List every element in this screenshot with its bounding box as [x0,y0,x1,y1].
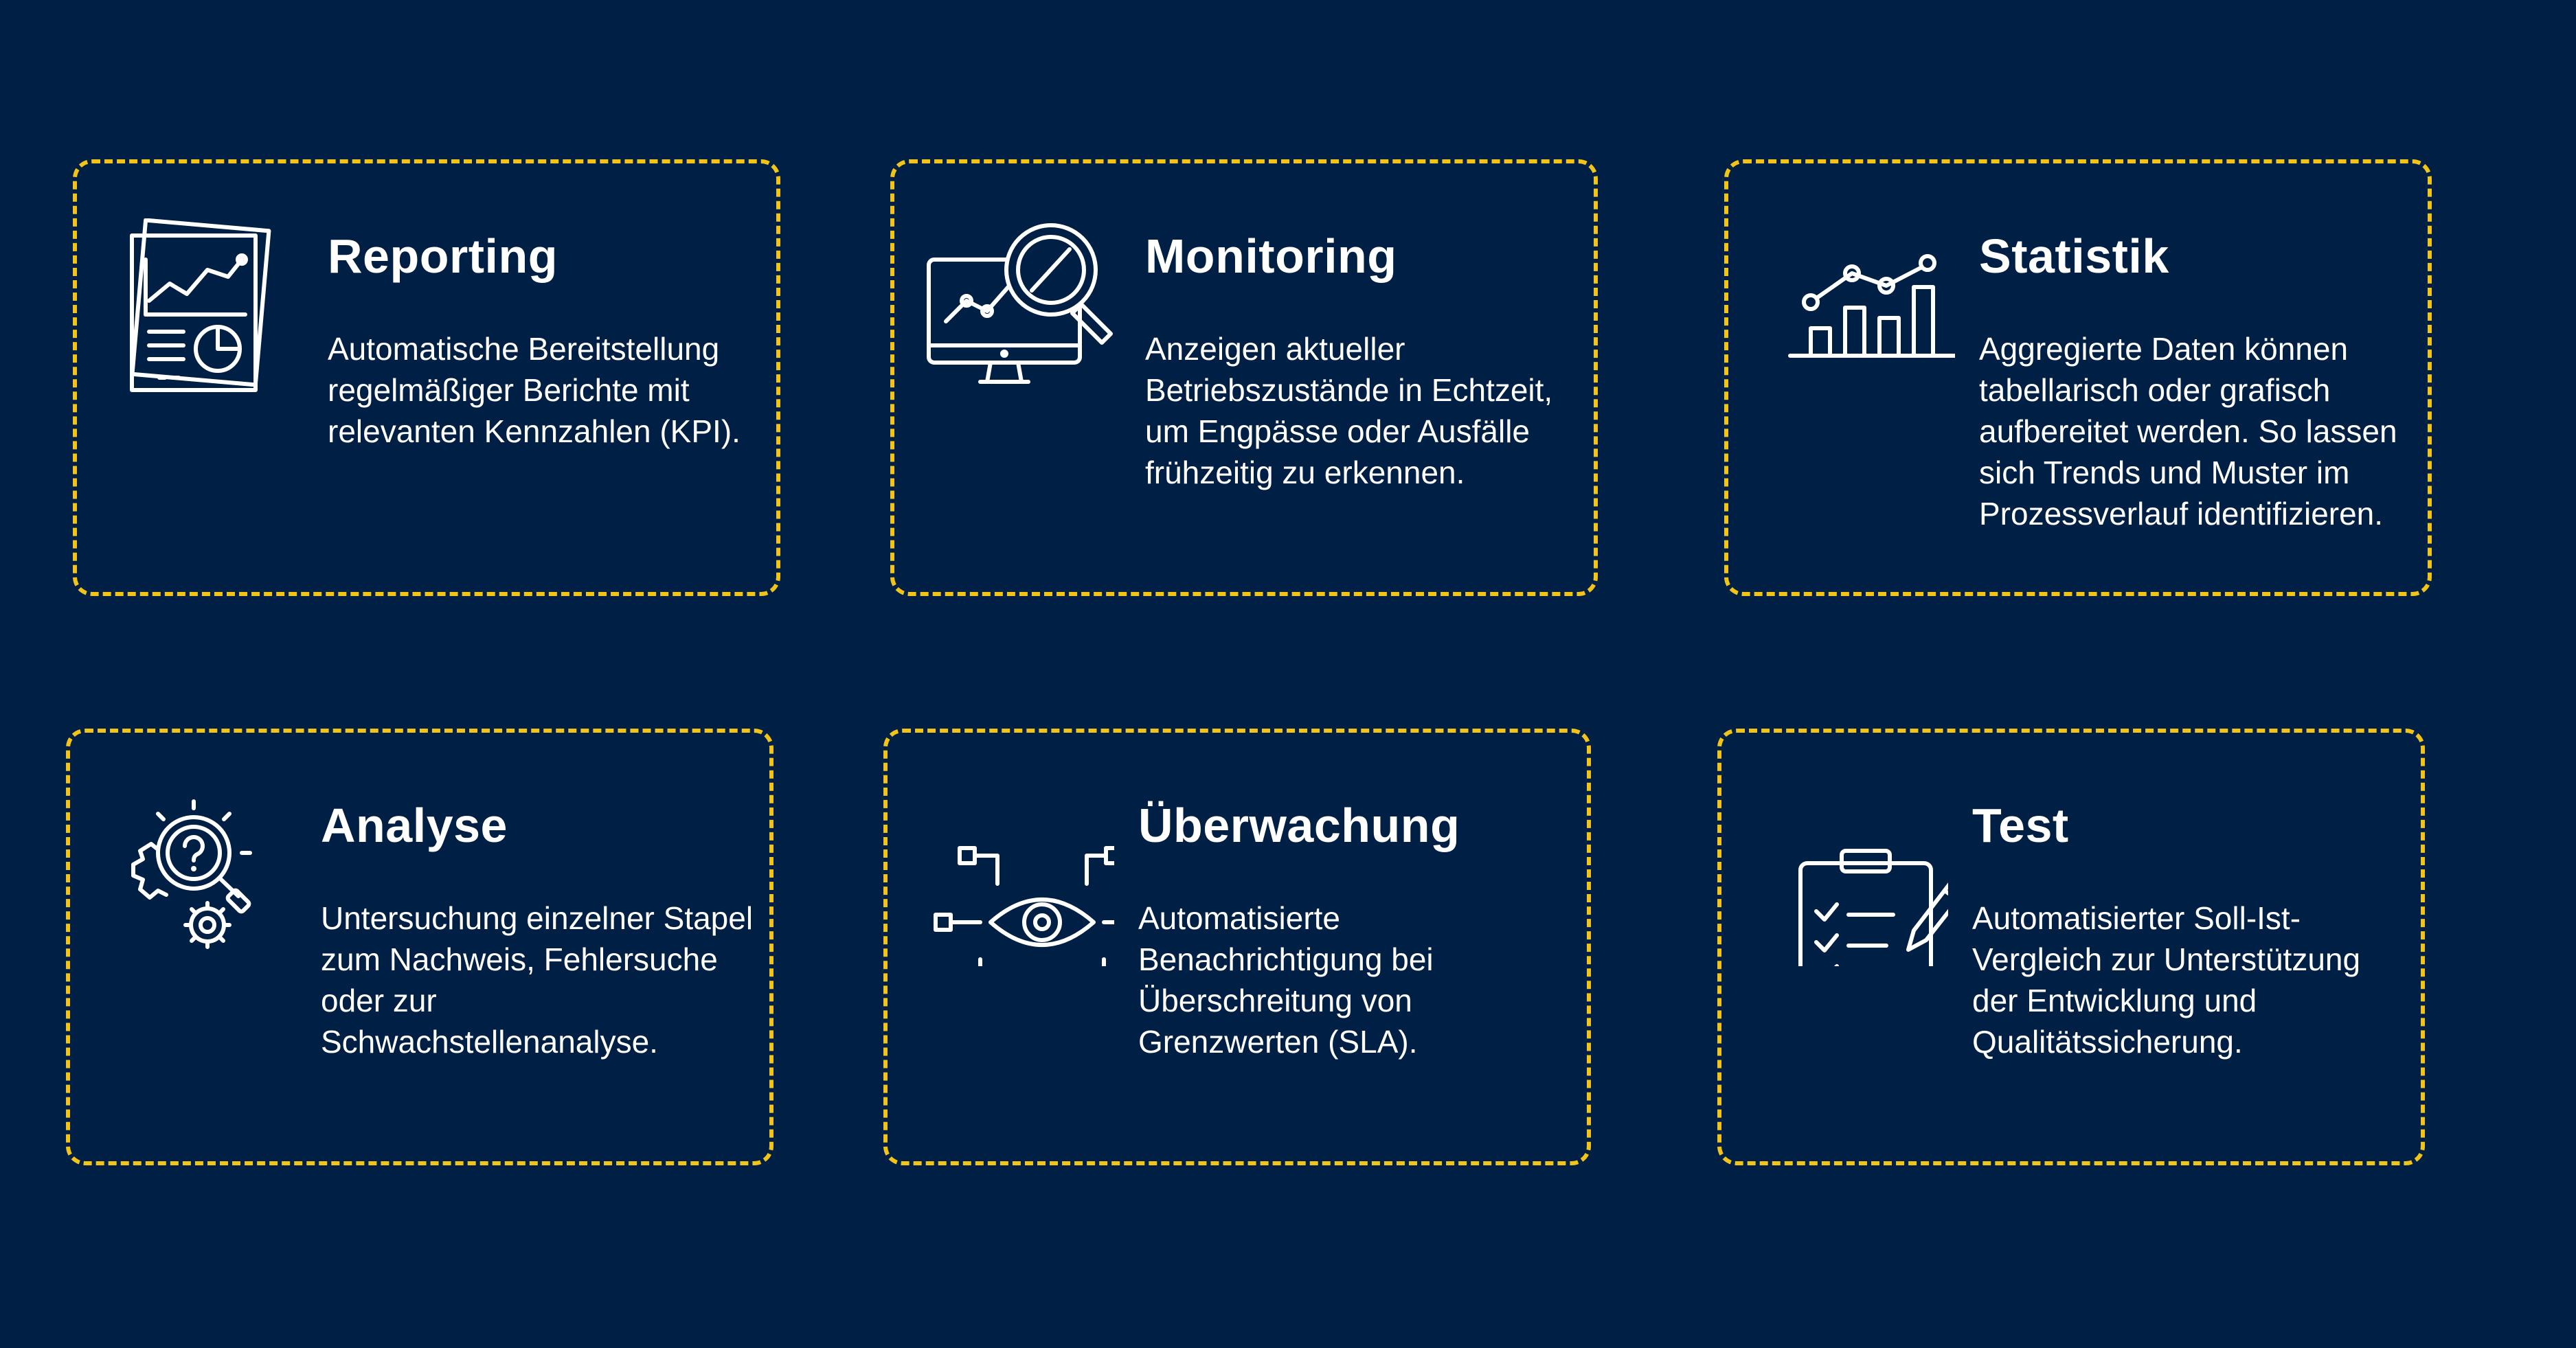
card-reporting: Reporting Automatische Bereitstellung re… [73,159,780,596]
card-title: Reporting [328,229,558,283]
card-title: Überwachung [1138,799,1460,852]
card-description: Anzeigen aktueller Betriebszustände in E… [1145,331,1553,490]
card-analyse: Analyse Untersuchung einzelner Stapel zu… [66,729,773,1165]
magnifier-gears-icon [98,788,297,966]
card-title: Monitoring [1145,229,1397,283]
card-description: Automatisierter Soll-Ist-Vergleich zur U… [1972,900,2361,1060]
card-description: Aggregierte Daten können tabellarisch od… [1979,331,2397,532]
eye-scan-icon [915,788,1114,966]
monitor-magnifier-icon [922,218,1121,397]
card-title: Statistik [1979,229,2169,283]
report-document-icon [104,218,304,397]
card-description: Automatische Bereitstellung regelmäßiger… [328,331,741,449]
card-title: Test [1972,799,2069,852]
card-title: Analyse [321,799,508,852]
card-test: Test Automatisierter Soll-Ist-Vergleich … [1717,729,2425,1165]
card-description: Automatisierte Benachrichtigung bei Über… [1138,900,1434,1060]
card-statistik: Statistik Aggregierte Daten können tabel… [1724,159,2432,596]
card-monitoring: Monitoring Anzeigen aktueller Betriebszu… [890,159,1598,596]
card-ueberwachung: Überwachung Automatisierte Benachrichtig… [883,729,1591,1165]
card-description: Untersuchung einzelner Stapel zum Nachwe… [321,900,754,1060]
clipboard-checklist-icon [1749,788,1948,966]
bar-line-chart-icon [1756,218,1955,397]
